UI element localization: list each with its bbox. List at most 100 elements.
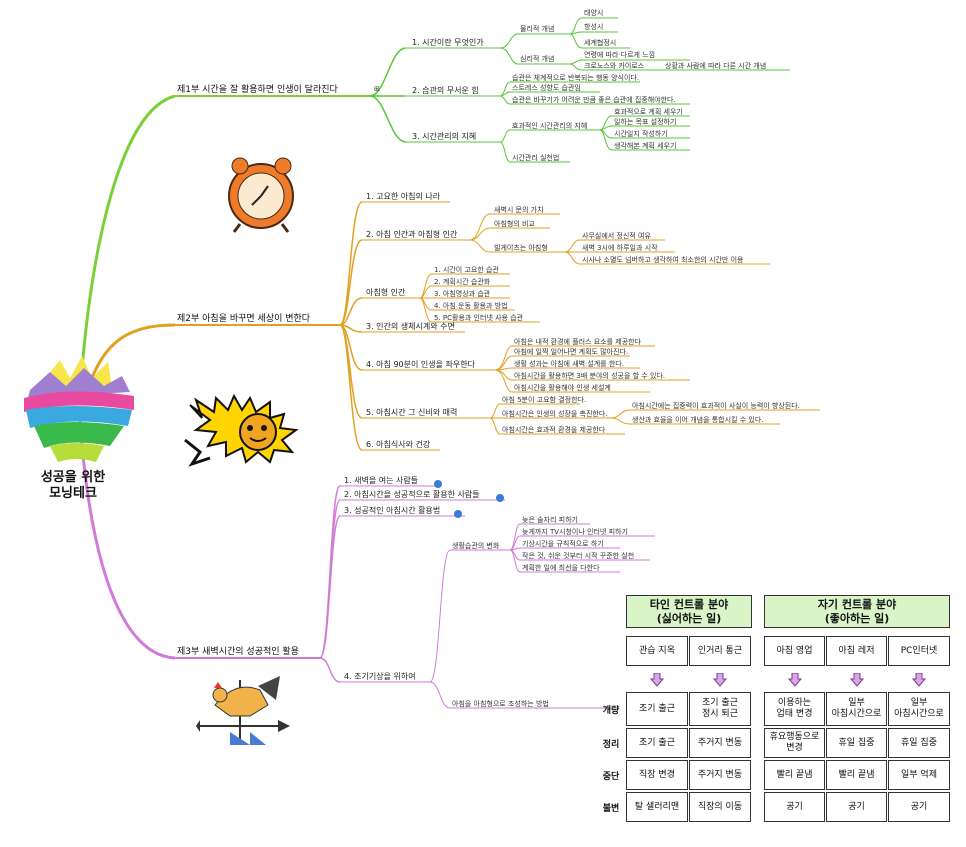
node-text: 빌게이츠는 아침형: [494, 243, 548, 252]
node-text: 늦은 술자리 피하기: [522, 515, 578, 524]
node-text: 시사나 소멸도 넘버하고 생각하여 최소한의 시간만 이용: [582, 255, 744, 264]
node-text: 2. 습관의 무서운 힘: [412, 85, 479, 95]
down-arrow-icon: [849, 673, 864, 687]
table-cell: 빨리 끝냄: [764, 760, 825, 790]
central-topic: 성공을 위한 모닝테크: [18, 470, 128, 502]
node-text: 기상시간을 규칙적으로 하기: [522, 539, 604, 548]
node-text: 1. 새벽을 여는 사람들: [344, 475, 418, 485]
alarm-clock-image: [228, 157, 294, 233]
node-text: 연령에 따라 다르게 느낌: [584, 50, 655, 59]
table-cell: 직장 변경: [626, 760, 688, 790]
down-arrow-icon: [713, 673, 727, 687]
table-cell: 휴요행동으로 변경: [764, 728, 825, 758]
part3-title: 제3부 새벽시간의 성공적인 활용: [177, 645, 299, 657]
node-text: 세계협정시: [584, 38, 616, 47]
table-top-cell: 인거리 통근: [689, 636, 751, 666]
central-line1: 성공을 위한: [40, 470, 106, 485]
table-cell: 이용하는 업태 변경: [764, 692, 825, 726]
node-text: 2. 아침 인간과 아침형 인간: [366, 229, 458, 239]
node-text: 시간일지 작성하기: [614, 129, 668, 138]
node-text: 아침형 인간: [366, 287, 406, 297]
table-cell: 휴일 집중: [826, 728, 887, 758]
down-arrow-icon: [650, 673, 664, 687]
node-text: 2. 계획시간 습관화: [434, 277, 491, 286]
down-arrow-icon: [912, 673, 926, 687]
table-cell: 일부 억제: [888, 760, 950, 790]
globe-icon: [496, 494, 504, 502]
table-cell: 조기 출근: [626, 728, 688, 758]
table-row-label: 중단: [602, 772, 620, 782]
node-text: 1. 시간이 고요한 습관: [434, 265, 499, 274]
down-arrow-icon: [787, 673, 802, 687]
node-text: 3. 인간의 생체시계와 수면: [366, 321, 455, 331]
node-text: 일하는 목표 설정하기: [614, 117, 676, 126]
table-cell: 공기: [764, 792, 825, 822]
central-logo-image: [24, 356, 134, 462]
table-cell: 일부 아침시간으로: [826, 692, 887, 726]
globe-icon: [434, 480, 442, 488]
node-text: 1. 시간이란 무엇인가: [412, 37, 484, 47]
node-text: 상황과 사람에 따라 다른 시간 개념: [665, 61, 766, 70]
node-text: 심리적 개념: [520, 54, 554, 63]
node-text: 아침에 일찍 일어나면 계획도 많아진다.: [514, 347, 628, 356]
table-cell: 공기: [826, 792, 887, 822]
table-top-cell: 아침 영업: [764, 636, 825, 666]
node-text: 아침시간을 활용해야 인생 세설계: [514, 383, 611, 392]
node-text: 4. 아침 90분이 인생을 좌우한다: [366, 359, 476, 369]
table-top-cell: 관습 지옥: [626, 636, 688, 666]
node-text: 아침시간을 활용하면 3배 분야의 성공을 할 수 있다.: [514, 371, 665, 380]
table-cell: 공기: [888, 792, 950, 822]
node-text: 크로노스와 카이로스: [584, 61, 645, 70]
node-text: 4. 조기기상을 위하여: [344, 671, 416, 681]
node-text: 작은 것, 쉬운 것부터 시작 꾸준한 실천: [522, 551, 634, 560]
node-text: 3. 아침명상과 습관: [434, 289, 491, 298]
table-cell: 조기 출근 정시 퇴근: [689, 692, 751, 726]
node-text: 4. 아침 운동 활용과 방법: [434, 301, 508, 310]
node-text: 아침을 아침형으로 조성하는 방법: [452, 699, 549, 708]
part1-title: 제1부 시간을 잘 활용하면 인생이 달라진다: [177, 83, 339, 95]
sun-face-image: [184, 393, 299, 467]
node-text: 5. PC활용과 인터넷 사용 습관: [434, 313, 524, 322]
node-text: 아침시간은 인생의 성장을 촉진한다.: [502, 409, 608, 418]
node-text: 새벽 3시에 하루일과 시작: [582, 243, 658, 252]
table-header-right: 자기 컨트롤 분야 (좋아하는 일): [764, 595, 950, 628]
node-text: 효과적인 시간관리의 지혜: [512, 121, 587, 130]
node-text: 2. 아침시간을 성공적으로 활용한 사람들: [344, 489, 480, 499]
node-text: 스트레스 성향도 습관임: [512, 83, 581, 92]
node-text: 아침시간은 효과적 환경을 제공한다: [502, 425, 606, 434]
node-text: 아침시간에는 집중력이 효과적이 사실이 능력이 향상된다.: [632, 401, 800, 410]
node-text: 3. 성공적인 아침시간 활용법: [344, 505, 440, 515]
node-text: 계획한 일에 최선을 다한다: [522, 563, 600, 572]
node-text: 5. 아침시간 그 신비와 매력: [366, 407, 457, 417]
node-text: 습관은 체계적으로 반복되는 행동 양식이다.: [512, 73, 639, 82]
table-row-label: 개량: [602, 706, 620, 716]
table-cell: 탈 샐러리맨: [626, 792, 688, 822]
node-text: 물리적 개념: [520, 24, 554, 33]
table-cell: 빨리 끝냄: [826, 760, 887, 790]
globe-icon: [454, 510, 462, 518]
table-header-left: 타인 컨트롤 분야 (싫어하는 일): [626, 595, 752, 628]
node-text: 효과적으로 계획 세우기: [614, 107, 683, 116]
node-text: 아침은 내적 환경에 플러스 요소를 제공한다: [514, 337, 642, 346]
node-text: 아침 5분이 고요함 결정한다.: [502, 395, 586, 404]
expand-icon: ⊞: [374, 85, 380, 93]
node-text: 습관은 바꾸기가 어려운 만큼 좋은 습관에 집중해야한다.: [512, 95, 676, 104]
node-text: 생활습관의 변화: [452, 541, 500, 550]
node-text: 태양시: [584, 9, 603, 17]
node-text: 6. 아침식사와 건강: [366, 439, 431, 449]
table-cell: 주거지 변동: [689, 728, 751, 758]
table-cell: 직장의 이동: [689, 792, 751, 822]
node-text: 시간관리 실천법: [512, 153, 559, 162]
node-text: 항성시: [584, 22, 603, 31]
node-text: 3. 시간관리의 지혜: [412, 131, 476, 141]
central-line2: 모닝테크: [49, 486, 97, 501]
node-text: 생산과 효율을 이어 개념을 통합시킬 수 있다.: [632, 415, 764, 424]
table-cell: 일부 아침시간으로: [888, 692, 950, 726]
part2-title: 제2부 아침을 바꾸면 세상이 변한다: [177, 313, 311, 324]
node-text: 아침형의 비교: [494, 219, 535, 228]
branch-part3: [78, 419, 176, 660]
node-text: 생활 성과는 아침에 새벽 설계를 한다.: [514, 359, 624, 368]
table-cell: 조기 출근: [626, 692, 688, 726]
table-cell: 주거지 변동: [689, 760, 751, 790]
